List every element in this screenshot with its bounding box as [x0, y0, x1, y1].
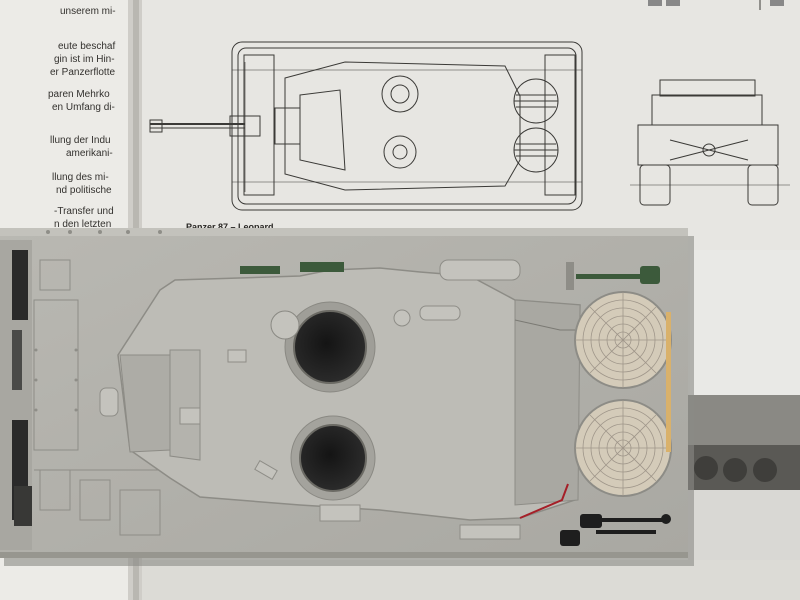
rivets: [34, 230, 162, 412]
figure-caption: Panzer 87 – Leopard.: [186, 222, 277, 232]
text-line: er Panzerflotte: [50, 67, 116, 78]
text-line: nd politische: [56, 185, 112, 196]
text-line: eute beschaf: [58, 41, 116, 52]
text-line: en Umfang di-: [52, 102, 115, 113]
text-line: -Transfer und: [54, 206, 114, 217]
left-fender: [0, 240, 32, 550]
tow-cable-ends: [560, 514, 671, 546]
commander-hatch-opening: [270, 301, 376, 393]
green-parts: [240, 262, 660, 284]
tank-top-view-drawing: [149, 41, 583, 211]
tan-rod: [666, 312, 671, 452]
engine-grille-drawing: [513, 78, 559, 173]
deck-details: [99, 259, 521, 540]
engine-grille-rear: [574, 399, 672, 497]
text-line: amerikani-: [66, 148, 113, 159]
text-line: n den letzten: [54, 219, 112, 230]
engine-deck: [514, 299, 581, 506]
text-line: gin ist im Hin-: [54, 54, 115, 65]
text-line: unserem mi-: [60, 6, 116, 17]
text-line: paren Mehrko: [48, 89, 110, 100]
tank-rear-view-drawing: [630, 0, 790, 206]
engine-grille-front: [574, 291, 672, 389]
loader-hatch-opening: [290, 415, 376, 501]
text-line: llung der Indu: [50, 135, 111, 146]
text-line: llung des mi-: [52, 172, 109, 183]
tank-photo-bw: [688, 250, 800, 560]
red-wire: [519, 483, 569, 519]
pipe: [566, 262, 574, 290]
